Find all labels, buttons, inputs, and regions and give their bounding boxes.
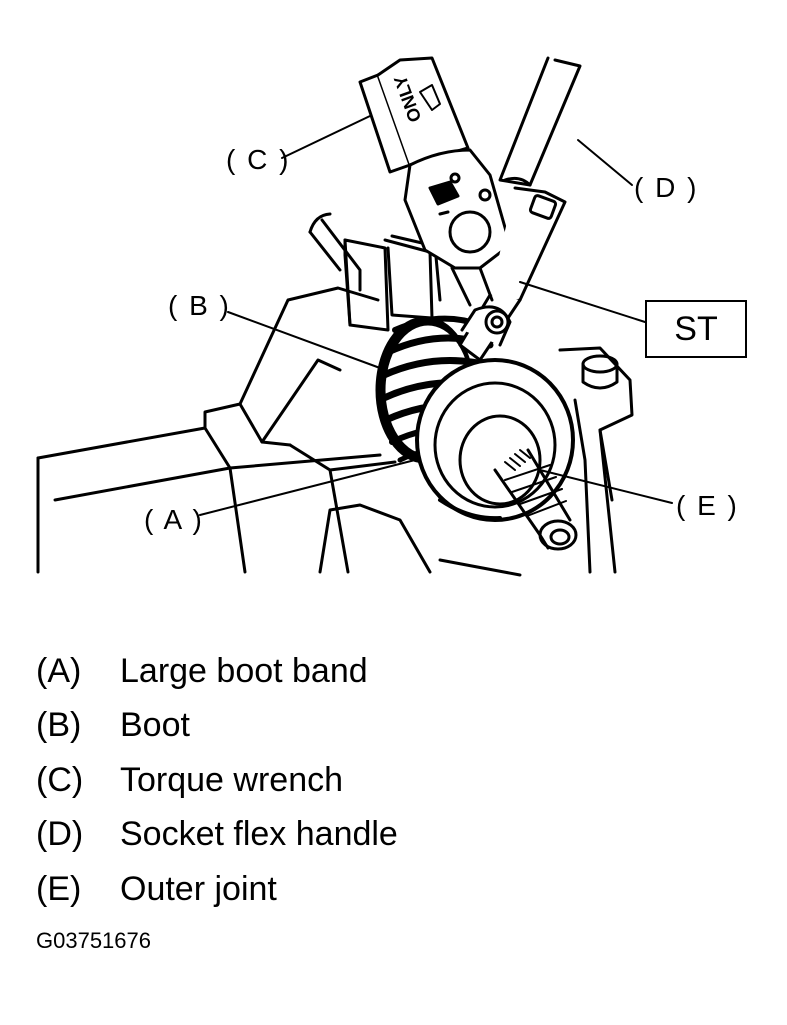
socket-flex-handle [450, 56, 582, 362]
legend-text: Boot [120, 706, 190, 745]
legend-key: (C) [36, 760, 84, 799]
legend-text: Torque wrench [120, 760, 344, 799]
special-tool-text: ST [674, 309, 718, 348]
leader-lines [199, 115, 673, 516]
legend-key: (A) [36, 651, 82, 690]
boot-band-crimping-illustration [36, 56, 673, 577]
legend-key: (E) [36, 869, 82, 908]
legend-text: Outer joint [120, 869, 277, 908]
legend-text: Socket flex handle [120, 815, 398, 854]
legend-item: (D) Socket flex handle [36, 808, 756, 863]
housing-stud [581, 354, 619, 390]
leader-line-a [199, 459, 416, 516]
callout-e: ( E ) [676, 490, 739, 521]
torque-wrench [358, 56, 512, 270]
legend-key: (D) [36, 815, 84, 854]
leader-line-c [281, 115, 371, 159]
legend-item: (E) Outer joint [36, 862, 756, 917]
figure-code: G03751676 [36, 928, 151, 953]
special-tool-label: ST [645, 300, 747, 358]
legend-text: Large boot band [120, 651, 368, 690]
outer-joint-shaft [493, 448, 578, 551]
callout-c: ( C ) [226, 144, 291, 175]
housing-outline [36, 286, 634, 577]
parts-legend: (A) Large boot band (B) Boot (C) Torque … [36, 644, 756, 917]
callout-d: ( D ) [634, 172, 699, 203]
outer-joint-body [415, 358, 575, 522]
leader-line-e [539, 469, 673, 504]
legend-item: (A) Large boot band [36, 644, 756, 699]
legend-item: (C) Torque wrench [36, 753, 756, 808]
legend-key: (B) [36, 706, 82, 745]
callout-b: ( B ) [168, 290, 231, 321]
leader-line-b [227, 311, 381, 369]
callout-a: ( A ) [144, 504, 204, 535]
leader-line-st [519, 281, 646, 323]
legend-item: (B) Boot [36, 699, 756, 754]
leader-line-d [577, 139, 633, 186]
